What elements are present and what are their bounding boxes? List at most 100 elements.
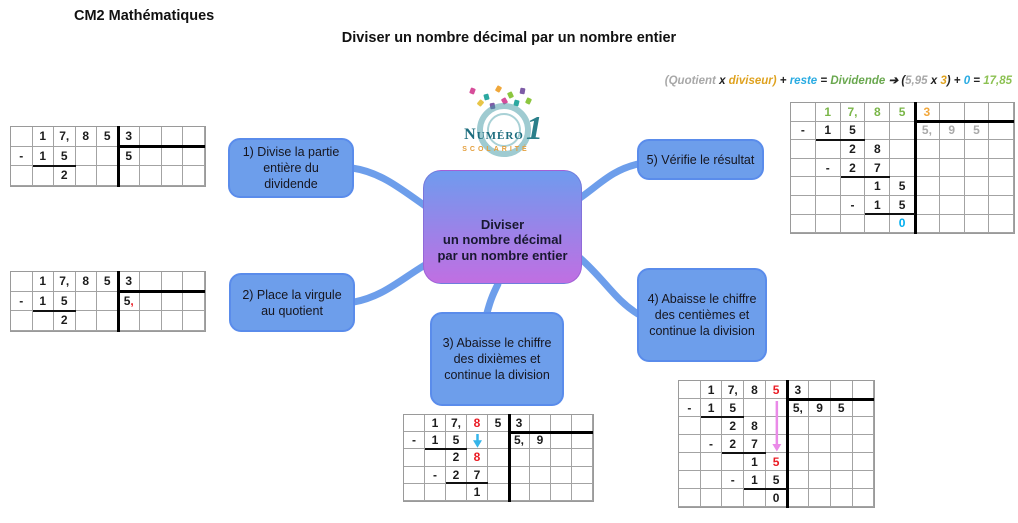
- confetti-dot: [506, 91, 515, 99]
- grid-cell: [161, 311, 183, 331]
- grid-cell: -: [815, 158, 841, 178]
- connector-step-4: [576, 254, 642, 318]
- grid-cell: -: [11, 291, 33, 311]
- grid-cell: [700, 471, 723, 489]
- formula-part: 17,85: [983, 75, 1012, 87]
- grid-cell: [787, 471, 810, 489]
- grid-cell: [915, 158, 940, 178]
- grid-cell: [787, 489, 810, 507]
- grid-cell: 1: [815, 103, 841, 122]
- grid-cell: -: [404, 432, 425, 450]
- grid-cell: [32, 166, 54, 186]
- grid-cell: 5: [964, 121, 990, 141]
- grid-cell: [679, 417, 701, 435]
- logo-number-one: 1: [526, 110, 543, 147]
- connector-step-3: [483, 280, 502, 317]
- grid-cell: [852, 381, 875, 399]
- grid-cell: [530, 415, 551, 433]
- grid-cell: [791, 214, 816, 234]
- grid-cell: 3: [509, 415, 530, 433]
- formula-part: 5,95: [905, 75, 928, 87]
- grid-cell: 5: [890, 196, 915, 215]
- grid-cell: 9: [939, 121, 965, 141]
- confetti-dot: [476, 99, 485, 107]
- grid-cell: 5 ,: [118, 291, 140, 311]
- grid-cell: 1: [32, 272, 54, 292]
- grid-cell: [915, 140, 940, 159]
- confetti-dot: [469, 87, 476, 95]
- grid-cell: [809, 489, 831, 507]
- grid-cell: 2: [54, 166, 76, 186]
- grid-cell: 1: [744, 453, 766, 471]
- subtraction-underline: [722, 451, 766, 454]
- grid-cell: [830, 381, 853, 399]
- grid-cell: 8: [467, 449, 488, 467]
- grid-cell: 5: [765, 471, 788, 489]
- bring-down-arrow-icon: [772, 401, 782, 452]
- grid-cell: [852, 489, 875, 507]
- grid-cell: [939, 158, 965, 178]
- grid-cell: [791, 196, 816, 215]
- grid-cell: 7,: [54, 127, 76, 147]
- grid-cell: [809, 453, 831, 471]
- grid-cell: [11, 166, 33, 186]
- grid-cell: 7,: [54, 272, 76, 292]
- grid-cell: [939, 103, 965, 122]
- grid-cell: [161, 146, 183, 166]
- grid-cell: [425, 449, 446, 467]
- grid-cell: 0: [890, 214, 915, 234]
- grid-cell: [509, 449, 530, 467]
- node-step-5: 5) Vérifie le résultat: [637, 139, 764, 180]
- grid-cell: [467, 432, 488, 450]
- grid-cell: [425, 483, 446, 501]
- grid-cell: 2: [54, 311, 76, 331]
- grid-cell: 5: [890, 103, 915, 122]
- grid-cell: -: [840, 196, 866, 215]
- grid-cell: [161, 272, 183, 292]
- grid-cell: 7: [865, 158, 891, 178]
- subtraction-underline: [815, 138, 866, 141]
- grid-cell: [446, 483, 467, 501]
- grid-cell: [161, 127, 183, 147]
- page-title: Diviser un nombre décimal par un nombre …: [341, 30, 677, 46]
- grid-cell: 9: [530, 432, 551, 450]
- grid-cell: [939, 214, 965, 234]
- grid-cell: [809, 381, 831, 399]
- grid-cell: [404, 466, 425, 484]
- division-bar-vertical: [786, 380, 789, 508]
- grid-cell: 5: [118, 146, 140, 166]
- grid-cell: [11, 311, 33, 331]
- grid-cell: [488, 483, 509, 501]
- grid-cell: [989, 158, 1015, 178]
- grid-cell: [140, 311, 162, 331]
- grid-cell: 1: [32, 291, 54, 311]
- grid-cell: 2: [446, 466, 467, 484]
- grid-cell: [939, 140, 965, 159]
- grid-cell: [140, 127, 162, 147]
- node-step-4: 4) Abaisse le chiffre des centièmes et c…: [637, 268, 767, 362]
- grid-cell: 5: [722, 399, 745, 417]
- grid-cell: 5: [54, 291, 76, 311]
- grid-cell: [700, 417, 723, 435]
- grid-cell: 7: [467, 466, 488, 484]
- node-step-1: 1) Divise la partie entière du dividende: [228, 138, 354, 198]
- grid-cell: 3: [915, 103, 940, 122]
- grid-cell: [488, 466, 509, 484]
- grid-cell: [572, 432, 593, 450]
- connector-step-2: [350, 258, 434, 306]
- grid-cell: 3: [118, 272, 140, 292]
- grid-cell: [551, 449, 572, 467]
- grid-cell: [865, 214, 891, 234]
- grid-cell: [915, 214, 940, 234]
- grid-cell: 1: [700, 381, 723, 399]
- grid-cell: 5: [830, 399, 853, 417]
- grid-cell: [404, 483, 425, 501]
- grid-cell: [989, 121, 1015, 141]
- formula-part: +: [950, 75, 964, 87]
- grid-cell: 1: [425, 432, 446, 450]
- grid-cell: 1: [32, 146, 54, 166]
- grid-cell: [840, 177, 866, 196]
- subtraction-underline: [700, 415, 745, 418]
- grid-cell: 2: [722, 417, 745, 435]
- grid-cell: -: [722, 471, 745, 489]
